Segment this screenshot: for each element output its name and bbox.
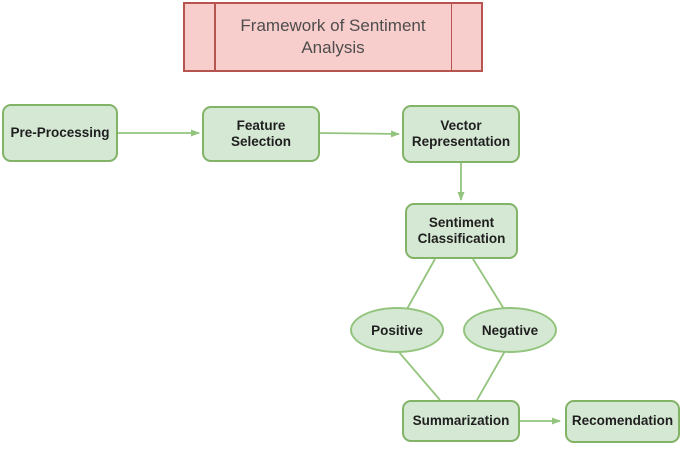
edge-sentimentclassification-to-negative (472, 258, 505, 310)
edge-positive-to-summarization (397, 350, 441, 401)
node-negative-label: Negative (481, 322, 539, 338)
title-box-right-bar (450, 4, 452, 70)
node-pre-processing: Pre-Processing (2, 104, 118, 162)
node-positive: Positive (350, 307, 444, 353)
node-recomendation-label: Recomendation (571, 413, 674, 429)
diagram-title-box: Framework of Sentiment Analysis (183, 2, 483, 72)
edge-featureselection-to-vectorrepresentation (319, 130, 400, 138)
node-feature-selection: Feature Selection (202, 106, 320, 162)
node-vector-representation: Vector Representation (402, 105, 520, 163)
node-pre-processing-label: Pre-Processing (10, 124, 110, 140)
node-vector-representation-label: Vector Representation (411, 117, 511, 149)
title-box-left-bar (214, 4, 216, 70)
node-sentiment-classification-label: Sentiment Classification (417, 214, 506, 246)
node-summarization-label: Summarization (412, 412, 510, 428)
node-recomendation: Recomendation (565, 400, 680, 443)
node-sentiment-classification: Sentiment Classification (405, 203, 518, 259)
node-positive-label: Positive (371, 322, 423, 338)
diagram-title: Framework of Sentiment Analysis (240, 15, 426, 57)
edge-sentimentclassification-to-positive (406, 258, 436, 310)
node-summarization: Summarization (402, 400, 520, 442)
node-feature-selection-label: Feature Selection (230, 117, 292, 149)
node-negative: Negative (463, 307, 557, 353)
edge-negative-to-summarization (476, 350, 506, 401)
